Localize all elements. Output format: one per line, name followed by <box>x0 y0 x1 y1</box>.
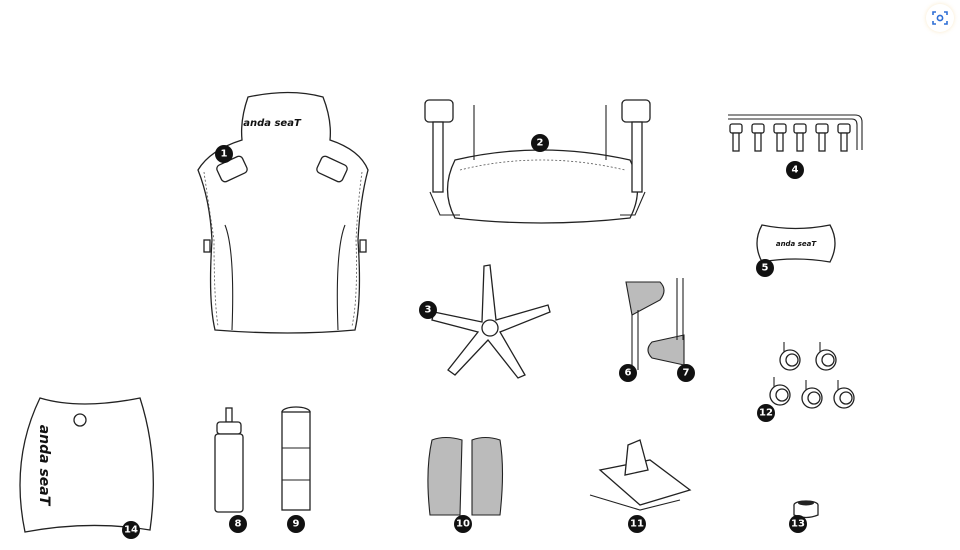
visual-search-button[interactable] <box>926 4 954 32</box>
part-number: 12 <box>759 408 773 419</box>
part-side-covers <box>625 278 685 370</box>
part-number-badge: 10 <box>454 515 472 533</box>
caster-icon <box>801 380 823 409</box>
screw-icon <box>773 123 787 152</box>
part-number: 8 <box>235 519 242 530</box>
part-number: 13 <box>791 519 805 530</box>
part-number-badge: 9 <box>287 515 305 533</box>
caster-icon <box>815 342 837 371</box>
part-seat <box>424 99 651 224</box>
part-casters <box>769 342 855 409</box>
part-number: 6 <box>625 368 632 379</box>
part-number-badge: 1 <box>215 145 233 163</box>
pillow-logo: anda seaT <box>776 240 818 248</box>
part-mechanism <box>589 439 692 511</box>
screw-icon <box>793 123 807 152</box>
part-gas-lift <box>214 407 244 513</box>
part-number: 11 <box>630 519 644 530</box>
screw-icon <box>837 123 851 152</box>
part-screws <box>728 114 863 152</box>
part-number: 4 <box>792 165 799 176</box>
part-number: 10 <box>456 519 470 530</box>
part-number: 14 <box>124 525 138 536</box>
part-number: 5 <box>762 263 769 274</box>
screw-icon <box>729 123 743 152</box>
screw-icon <box>751 123 765 152</box>
caster-icon <box>769 377 791 406</box>
part-number-badge: 3 <box>419 301 437 319</box>
part-head-pillow: anda seaT <box>756 224 836 263</box>
part-number: 9 <box>293 519 300 530</box>
part-number-badge: 6 <box>619 364 637 382</box>
part-number: 1 <box>221 149 228 160</box>
part-number-badge: 5 <box>756 259 774 277</box>
part-number-badge: 12 <box>757 404 775 422</box>
caster-icon <box>779 342 801 371</box>
screw-icon <box>815 123 829 152</box>
part-back-covers <box>427 436 504 516</box>
part-number: 7 <box>683 368 690 379</box>
part-base <box>431 264 551 379</box>
part-number-badge: 7 <box>677 364 695 382</box>
visual-search-icon <box>932 11 948 25</box>
lumbar-logo: anda seaT <box>36 425 52 507</box>
part-number-badge: 13 <box>789 515 807 533</box>
part-gas-lift-cover <box>281 406 311 511</box>
part-number-badge: 4 <box>786 161 804 179</box>
part-number: 3 <box>425 305 432 316</box>
part-number: 2 <box>537 138 544 149</box>
part-backrest: anda seaT <box>197 91 369 334</box>
part-cap <box>793 500 819 519</box>
part-number-badge: 2 <box>531 134 549 152</box>
backrest-logo: anda seaT <box>243 118 302 129</box>
caster-icon <box>833 380 855 409</box>
part-lumbar-pillow: anda seaT <box>19 397 154 533</box>
part-number-badge: 14 <box>122 521 140 539</box>
part-number-badge: 11 <box>628 515 646 533</box>
part-number-badge: 8 <box>229 515 247 533</box>
